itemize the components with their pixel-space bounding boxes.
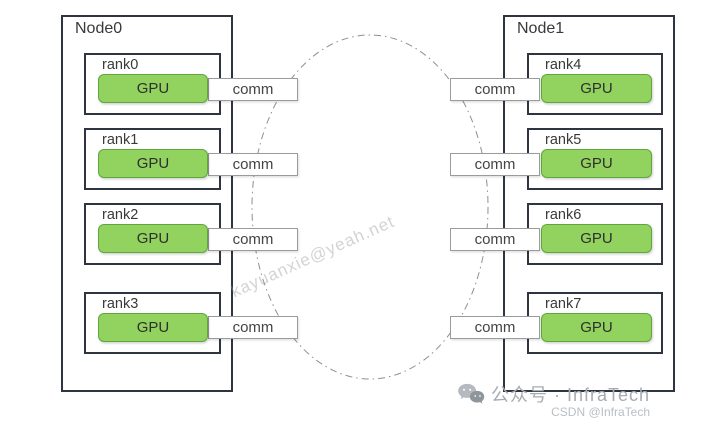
rank1-comm-box: comm: [208, 153, 298, 176]
rank2-comm-box: comm: [208, 228, 298, 251]
rank7-comm-box: comm: [450, 316, 540, 339]
rank7-label: rank7: [545, 296, 582, 312]
comm-ring-ellipse: [251, 34, 489, 380]
rank5-comm-box: comm: [450, 153, 540, 176]
rank6-gpu-chip: GPU: [541, 224, 652, 253]
rank1-label: rank1: [102, 132, 139, 148]
rank3-gpu-chip: GPU: [98, 313, 208, 342]
rank2-label: rank2: [102, 207, 139, 223]
rank1-gpu-chip: GPU: [98, 149, 208, 178]
node1-box: Node1: [503, 15, 675, 392]
rank4-label: rank4: [545, 57, 582, 73]
rank4-comm-box: comm: [450, 78, 540, 101]
rank6-label: rank6: [545, 207, 582, 223]
csdn-credit-label: CSDN @InfraTech: [551, 405, 650, 419]
rank5-label: rank5: [545, 132, 582, 148]
rank0-comm-box: comm: [208, 78, 298, 101]
rank5-gpu-chip: GPU: [541, 149, 652, 178]
node1-label: Node1: [517, 20, 565, 37]
rank3-comm-box: comm: [208, 316, 298, 339]
rank2-gpu-chip: GPU: [98, 224, 208, 253]
rank0-label: rank0: [102, 57, 139, 73]
node0-box: Node0: [61, 15, 233, 392]
rank3-label: rank3: [102, 296, 139, 312]
footer-branding: 公众号 · InfraTech CSDN @InfraTech: [457, 381, 650, 419]
rank0-gpu-chip: GPU: [98, 74, 208, 103]
rank7-gpu-chip: GPU: [541, 313, 652, 342]
wechat-account-label: 公众号 · InfraTech: [490, 385, 650, 405]
rank4-gpu-chip: GPU: [541, 74, 652, 103]
wechat-icon: [458, 383, 485, 404]
node0-label: Node0: [75, 20, 123, 37]
rank6-comm-box: comm: [450, 228, 540, 251]
